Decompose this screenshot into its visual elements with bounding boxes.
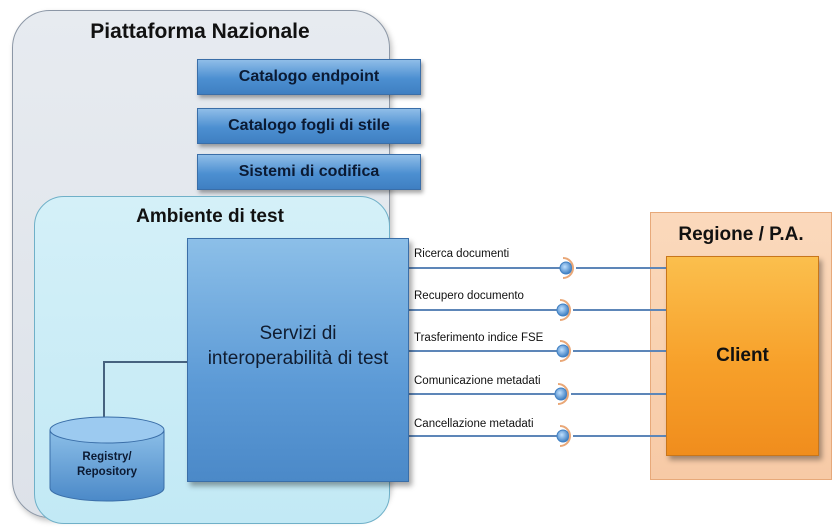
interface-label-comunicazione: Comunicazione metadati bbox=[414, 375, 541, 387]
db-label-line2: Repository bbox=[76, 466, 138, 478]
test-environment-title: Ambiente di test bbox=[136, 206, 284, 227]
interface-label-recupero: Recupero documento bbox=[414, 290, 524, 302]
platform-title: Piattaforma Nazionale bbox=[90, 20, 310, 43]
interface-label-trasferimento: Trasferimento indice FSE bbox=[414, 332, 544, 344]
interoperability-services-box: Servizi di interoperabilità di test bbox=[187, 238, 409, 482]
db-to-services-connector bbox=[103, 361, 189, 425]
interface-connector-3 bbox=[409, 340, 666, 362]
region-title: Regione / P.A. bbox=[678, 224, 804, 245]
registry-repository-cylinder-icon bbox=[49, 416, 165, 502]
coding-systems-box: Sistemi di codifica bbox=[197, 154, 421, 190]
interface-connector-1 bbox=[409, 257, 666, 279]
catalog-endpoint-box: Catalogo endpoint bbox=[197, 59, 421, 95]
client-box: Client bbox=[666, 256, 819, 456]
registry-repository-label: Registry/ Repository bbox=[50, 450, 164, 480]
interface-connector-2 bbox=[409, 299, 666, 321]
catalog-stylesheets-box: Catalogo fogli di stile bbox=[197, 108, 421, 144]
db-label-line1: Registry/ bbox=[82, 451, 132, 463]
services-label: Servizi di interoperabilità di test bbox=[207, 323, 389, 369]
interface-connector-4 bbox=[409, 383, 666, 405]
interface-connector-5 bbox=[409, 425, 666, 447]
interface-label-cancellazione: Cancellazione metadati bbox=[414, 418, 534, 430]
interface-label-ricerca: Ricerca documenti bbox=[414, 248, 510, 260]
